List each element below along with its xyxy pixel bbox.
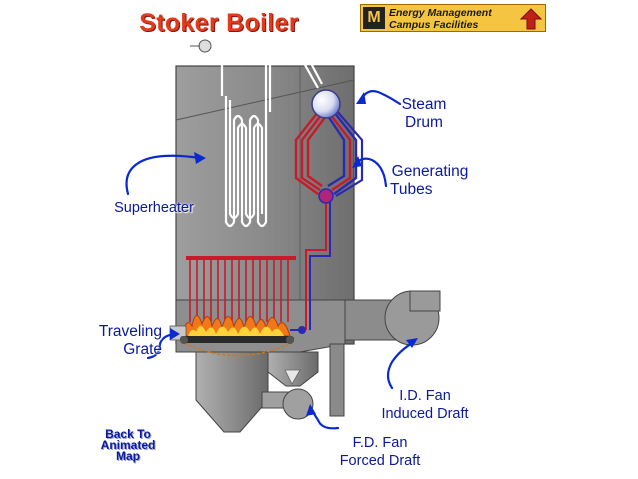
steam-drum <box>311 89 341 119</box>
generating-tubes-label: Generating Tubes <box>384 163 476 199</box>
back-link-line-1: Back To <box>105 427 151 441</box>
fd-fan-label: F.D. Fan Forced Draft <box>326 434 434 470</box>
back-to-animated-map-link[interactable]: Back To Animated Map <box>98 427 158 463</box>
id-fan-label-line-1: I.D. Fan <box>399 388 451 404</box>
back-link-line-3: Map <box>116 449 140 463</box>
page-title: Stoker Boiler <box>139 9 299 37</box>
fire-icon <box>181 315 291 337</box>
superheater-coils <box>200 42 323 228</box>
university-mark-icon: M <box>363 7 385 29</box>
superheater-valve-icon <box>190 39 212 53</box>
arrow-heads <box>170 92 418 416</box>
ash-hopper <box>195 343 345 433</box>
logo-line-1: Energy Management <box>389 7 492 19</box>
logo-line-2: Campus Facilities <box>389 19 479 31</box>
energy-management-logo: M Energy Management Campus Facilities <box>360 4 546 32</box>
steam-drum-label: Steam Drum <box>394 96 454 132</box>
generating-tubes-label-line-2: Tubes <box>390 181 433 198</box>
superheater-label: Superheater <box>114 200 194 216</box>
generating-tubes-label-line-1: Generating <box>391 163 469 180</box>
mud-drum <box>318 188 334 204</box>
id-fan-label-line-2: Induced Draft <box>381 406 469 422</box>
furnace-wall-tubes <box>186 256 306 334</box>
fd-fan-label-line-2: Forced Draft <box>339 453 421 469</box>
fd-fan-label-line-1: F.D. Fan <box>352 435 408 451</box>
steam-drum-label-line-1: Steam <box>401 96 447 113</box>
steam-drum-label-line-2: Drum <box>405 114 443 131</box>
id-fan-label: I.D. Fan Induced Draft <box>372 387 478 423</box>
back-link-line-2: Animated <box>100 438 156 452</box>
traveling-grate-label-line-1: Traveling <box>98 323 162 340</box>
fd-fan <box>261 388 314 420</box>
logo-arrow-icon <box>520 8 542 30</box>
id-fan <box>344 290 441 346</box>
traveling-grate-label-line-2: Grate <box>123 341 162 358</box>
traveling-grate-label: Traveling Grate <box>86 323 162 359</box>
